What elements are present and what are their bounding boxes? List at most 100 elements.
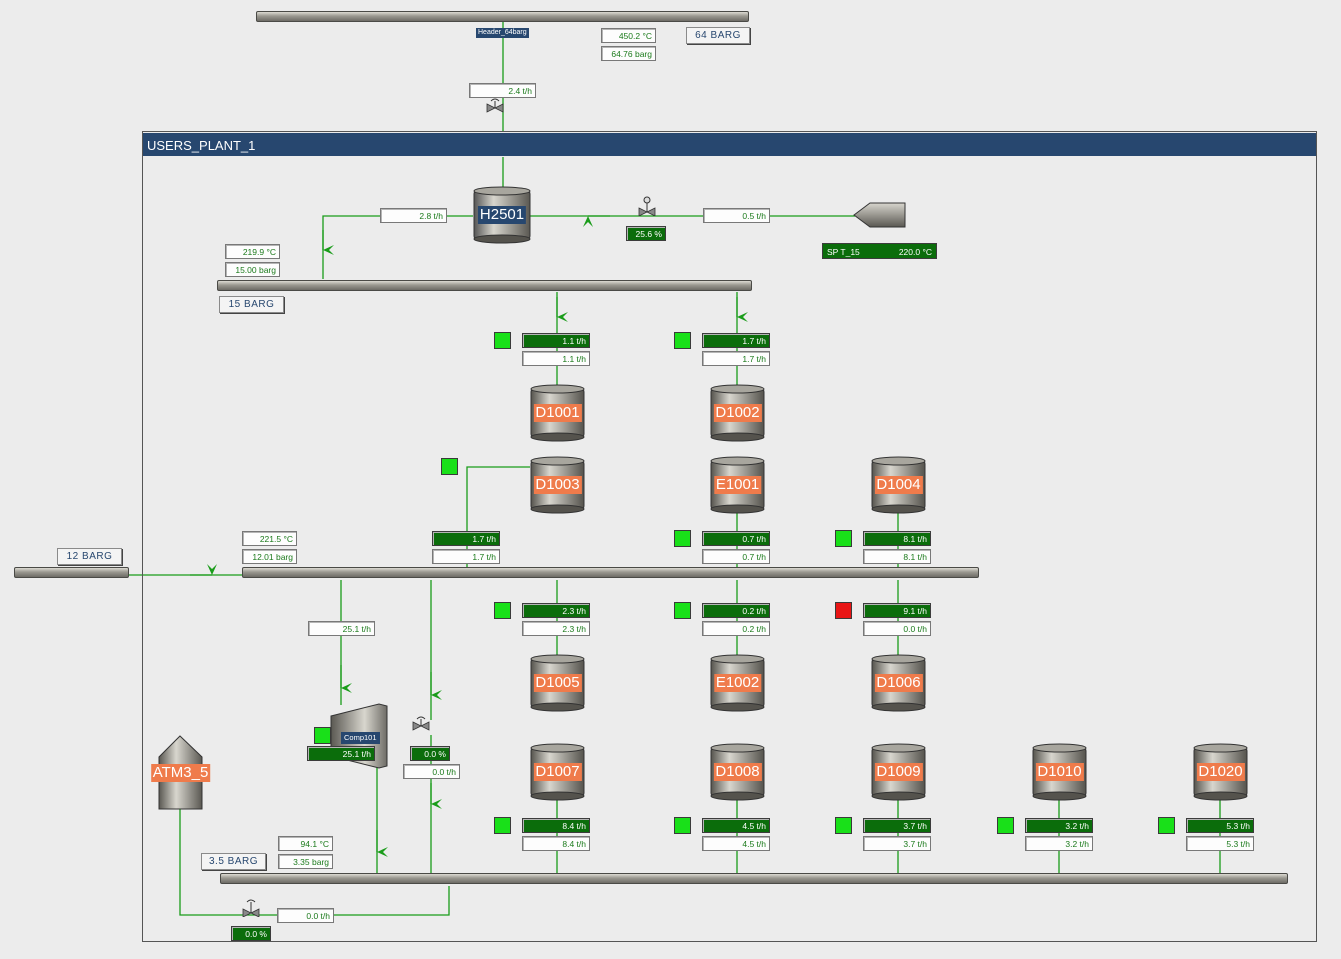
desuperheater-valve-icon[interactable] bbox=[636, 196, 658, 216]
flow-value-d1005: 2.3 t/h bbox=[522, 621, 590, 636]
status-indicator-e1001[interactable] bbox=[674, 530, 691, 547]
flow-setpoint-d1001: 1.1 t/h bbox=[522, 333, 590, 348]
flow-setpoint-d1010: 3.2 t/h bbox=[1025, 818, 1093, 833]
vessel-d1004[interactable]: D1004 bbox=[871, 456, 926, 514]
atm-valve-pct: 0.0 % bbox=[231, 926, 271, 941]
plant-title: USERS_PLANT_1 bbox=[143, 133, 1316, 156]
status-indicator-d1010[interactable] bbox=[997, 817, 1014, 834]
letdown-valve-pct: 0.0 % bbox=[410, 746, 450, 761]
vessel-d1020[interactable]: D1020 bbox=[1193, 743, 1248, 801]
status-indicator-d1008[interactable] bbox=[674, 817, 691, 834]
vessel-d1006-label: D1006 bbox=[874, 674, 923, 692]
header-15-temp: 219.9 °C bbox=[225, 244, 280, 259]
vessel-h2501[interactable]: H2501 bbox=[473, 186, 531, 244]
header-12-temp: 221.5 °C bbox=[242, 531, 297, 546]
setpoint-value: 220.0 °C bbox=[898, 247, 932, 257]
flow-value-e1002: 0.2 t/h bbox=[702, 621, 770, 636]
vessel-d1004-label: D1004 bbox=[874, 476, 923, 494]
header-15barg-pipe bbox=[217, 280, 752, 291]
flow-value-d1006: 0.0 t/h bbox=[863, 621, 931, 636]
comp-label: Comp101 bbox=[341, 732, 380, 744]
flow-value-e1001: 0.7 t/h bbox=[702, 549, 770, 564]
flow-value-d1010: 3.2 t/h bbox=[1025, 836, 1093, 851]
flow-setpoint-d1006: 9.1 t/h bbox=[863, 603, 931, 618]
atm-flow: 0.0 t/h bbox=[277, 908, 334, 923]
vessel-d1001-label: D1001 bbox=[533, 404, 582, 422]
header-35-label[interactable]: 3.5 BARG bbox=[201, 853, 266, 870]
setpoint-label: SP T_15 bbox=[827, 247, 860, 257]
header-15-label[interactable]: 15 BARG bbox=[219, 296, 284, 313]
header-35-temp: 94.1 °C bbox=[278, 836, 333, 851]
vessel-d1006[interactable]: D1006 bbox=[871, 654, 926, 712]
header-35-pressure: 3.35 barg bbox=[278, 854, 333, 869]
vessel-d1001[interactable]: D1001 bbox=[530, 384, 585, 442]
vessel-d1009-label: D1009 bbox=[874, 763, 923, 781]
header-64-label[interactable]: 64 BARG bbox=[686, 27, 750, 44]
flow-setpoint-d1005: 2.3 t/h bbox=[522, 603, 590, 618]
status-indicator-d1006[interactable] bbox=[835, 602, 852, 619]
flow-setpoint-d1009: 3.7 t/h bbox=[863, 818, 931, 833]
status-indicator-d1020[interactable] bbox=[1158, 817, 1175, 834]
flow-value-d1001: 1.1 t/h bbox=[522, 351, 590, 366]
h2501-valve-pct: 25.6 % bbox=[626, 226, 666, 241]
flow-value-d1002: 1.7 t/h bbox=[702, 351, 770, 366]
vessel-d1008[interactable]: D1008 bbox=[710, 743, 765, 801]
flow-setpoint-d1007: 8.4 t/h bbox=[522, 818, 590, 833]
vessel-e1002-label: E1002 bbox=[713, 674, 762, 692]
d1003-sp: 1.7 t/h bbox=[432, 531, 500, 546]
comp-flow: 25.1 t/h bbox=[307, 746, 375, 761]
header-12barg-pipe bbox=[242, 567, 979, 578]
comp-feed-flow: 25.1 t/h bbox=[308, 621, 375, 636]
h2501-out-flow: 2.8 t/h bbox=[380, 208, 447, 223]
vessel-d1005[interactable]: D1005 bbox=[530, 654, 585, 712]
steam-source-icon bbox=[853, 202, 906, 228]
atm-valve-icon[interactable] bbox=[240, 897, 262, 917]
status-indicator-d1001[interactable] bbox=[494, 332, 511, 349]
flow-setpoint-d1020: 5.3 t/h bbox=[1186, 818, 1254, 833]
flow-setpoint-e1002: 0.2 t/h bbox=[702, 603, 770, 618]
status-indicator-d1005[interactable] bbox=[494, 602, 511, 619]
vessel-e1002[interactable]: E1002 bbox=[710, 654, 765, 712]
flow-setpoint-d1004: 8.1 t/h bbox=[863, 531, 931, 546]
inflow-flow: 2.4 t/h bbox=[469, 83, 536, 98]
header-64-tag: Header_64barg bbox=[476, 28, 529, 38]
header-35barg-pipe bbox=[220, 873, 1288, 884]
vessel-d1002-label: D1002 bbox=[713, 404, 762, 422]
flow-setpoint-e1001: 0.7 t/h bbox=[702, 531, 770, 546]
vessel-d1007[interactable]: D1007 bbox=[530, 743, 585, 801]
flow-value-d1007: 8.4 t/h bbox=[522, 836, 590, 851]
comp-status-indicator[interactable] bbox=[314, 727, 331, 744]
flow-value-d1008: 4.5 t/h bbox=[702, 836, 770, 851]
vessel-h2501-label: H2501 bbox=[477, 206, 527, 224]
vessel-e1001[interactable]: E1001 bbox=[710, 456, 765, 514]
control-valve-icon[interactable] bbox=[484, 98, 506, 118]
status-indicator-d1004[interactable] bbox=[835, 530, 852, 547]
header-12-label[interactable]: 12 BARG bbox=[57, 548, 122, 565]
h2501-in-flow: 0.5 t/h bbox=[703, 208, 770, 223]
flow-value-d1009: 3.7 t/h bbox=[863, 836, 931, 851]
status-indicator-d1007[interactable] bbox=[494, 817, 511, 834]
status-indicator-d1002[interactable] bbox=[674, 332, 691, 349]
vessel-e1001-label: E1001 bbox=[713, 476, 762, 494]
atm-vent-label: ATM3_5 bbox=[150, 763, 211, 782]
status-indicator-d1009[interactable] bbox=[835, 817, 852, 834]
flow-value-d1020: 5.3 t/h bbox=[1186, 836, 1254, 851]
vessel-d1003[interactable]: D1003 bbox=[530, 456, 585, 514]
setpoint-temp[interactable]: SP T_15 220.0 °C bbox=[822, 243, 937, 259]
letdown-flow: 0.0 t/h bbox=[403, 764, 460, 779]
flow-setpoint-d1002: 1.7 t/h bbox=[702, 333, 770, 348]
vessel-d1010[interactable]: D1010 bbox=[1032, 743, 1087, 801]
vessel-d1005-label: D1005 bbox=[533, 674, 582, 692]
header-12-pressure: 12.01 barg bbox=[242, 549, 297, 564]
atm-vent[interactable]: ATM3_5 bbox=[150, 735, 211, 810]
status-indicator-e1002[interactable] bbox=[674, 602, 691, 619]
letdown-valve-icon[interactable] bbox=[410, 716, 432, 736]
vessel-d1009[interactable]: D1009 bbox=[871, 743, 926, 801]
status-indicator-d1003[interactable] bbox=[441, 458, 458, 475]
flow-value-d1004: 8.1 t/h bbox=[863, 549, 931, 564]
d1003-pv: 1.7 t/h bbox=[432, 549, 500, 564]
vessel-d1002[interactable]: D1002 bbox=[710, 384, 765, 442]
vessel-d1020-label: D1020 bbox=[1196, 763, 1245, 781]
header-64-temp: 450.2 °C bbox=[601, 28, 656, 43]
